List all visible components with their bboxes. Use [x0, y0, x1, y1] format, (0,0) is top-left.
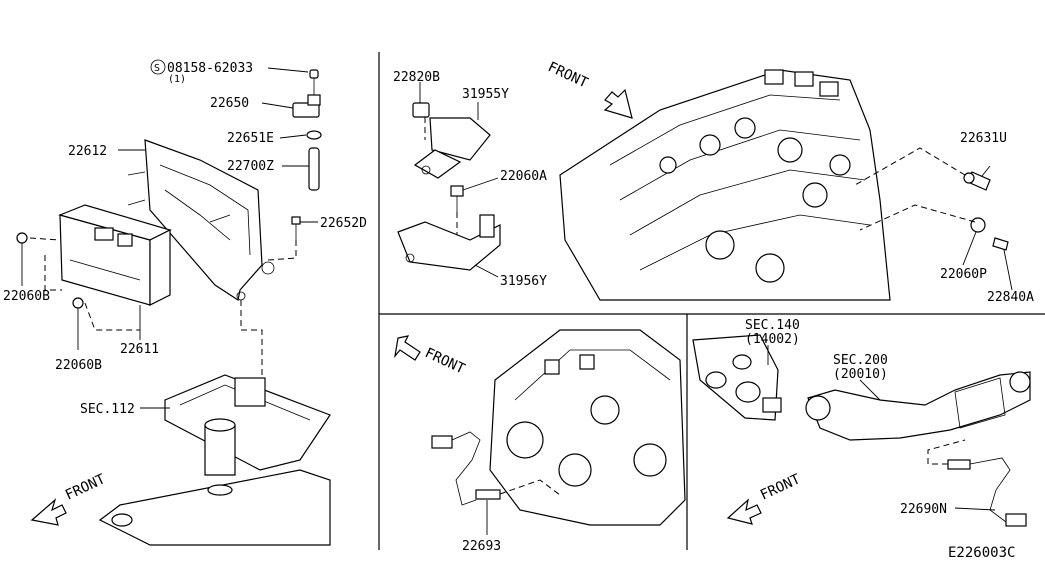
left-labels: S 08158-62033 (1) 22650 22651E 22700Z 22… — [3, 59, 367, 417]
label-22611: 22611 — [120, 342, 159, 357]
label-sec140-sub: (14002) — [745, 332, 800, 347]
engine-head — [559, 69, 891, 301]
front-label: FRONT — [758, 471, 803, 504]
top-leaders — [419, 82, 1013, 291]
label-31955y: 31955Y — [462, 87, 509, 102]
ecm-bracket-part — [144, 139, 275, 301]
exhaust-assembly: FRONT — [692, 334, 1031, 527]
front-arrow-left: FRONT — [30, 471, 108, 526]
label-22060a: 22060A — [500, 169, 547, 184]
front-arrow-middle: FRONT — [394, 335, 468, 378]
bolt-parts — [16, 171, 301, 309]
ecm-assembly: FRONT — [16, 69, 331, 546]
label-22631u: 22631U — [960, 131, 1007, 146]
camshaft-sensor-part — [292, 69, 322, 191]
top-alignment-lines — [424, 117, 976, 235]
label-22650: 22650 — [210, 96, 249, 111]
right-leaders — [767, 345, 996, 511]
label-22840a: 22840A — [987, 290, 1034, 305]
label-22700z: 22700Z — [227, 159, 274, 174]
label-22060b-top: 22060B — [3, 289, 50, 304]
label-22693: 22693 — [462, 539, 501, 554]
label-sec140: SEC.140 — [745, 318, 800, 333]
engine-mount-part — [98, 374, 331, 546]
label-31956y: 31956Y — [500, 274, 547, 289]
label-22060b-bottom: 22060B — [55, 358, 102, 373]
label-22060p: 22060P — [940, 267, 987, 282]
label-22820b: 22820B — [393, 70, 440, 85]
label-22690n: 22690N — [900, 502, 947, 517]
label-08158-qty: (1) — [168, 74, 186, 85]
right-sensors — [963, 171, 1009, 251]
engine-bottom-middle: FRONT — [394, 329, 686, 526]
front-label: FRONT — [422, 345, 467, 378]
alignment-lines — [29, 237, 297, 380]
top-labels: 22820B 31955Y 22060A 31956Y 22631U 22060… — [393, 70, 1034, 305]
o2-sensor-harness-right — [927, 439, 1027, 527]
label-sec200: SEC.200 — [833, 353, 888, 368]
label-sec112: SEC.112 — [80, 402, 135, 417]
front-label: FRONT — [63, 471, 108, 504]
ecm-unit-part — [58, 204, 172, 306]
label-08158-62033: 08158-62033 — [167, 61, 253, 76]
knock-sensor-parts — [397, 102, 501, 271]
label-22651e: 22651E — [227, 131, 274, 146]
middle-labels: 22693 — [462, 539, 501, 554]
label-22652d: 22652D — [320, 216, 367, 231]
left-leaders — [21, 67, 318, 409]
label-22612: 22612 — [68, 144, 107, 159]
right-labels: SEC.140 (14002) SEC.200 (20010) 22690N — [745, 318, 947, 517]
diagram-id: E226003C — [948, 545, 1015, 561]
label-sec200-sub: (20010) — [833, 367, 888, 382]
standard-part-marker: S — [154, 63, 160, 74]
panel-dividers — [378, 52, 1045, 550]
front-arrow-right: FRONT — [726, 471, 803, 525]
front-arrow-top: FRONT — [545, 59, 633, 119]
o2-sensor-harness — [431, 431, 561, 506]
front-label: FRONT — [545, 59, 590, 92]
